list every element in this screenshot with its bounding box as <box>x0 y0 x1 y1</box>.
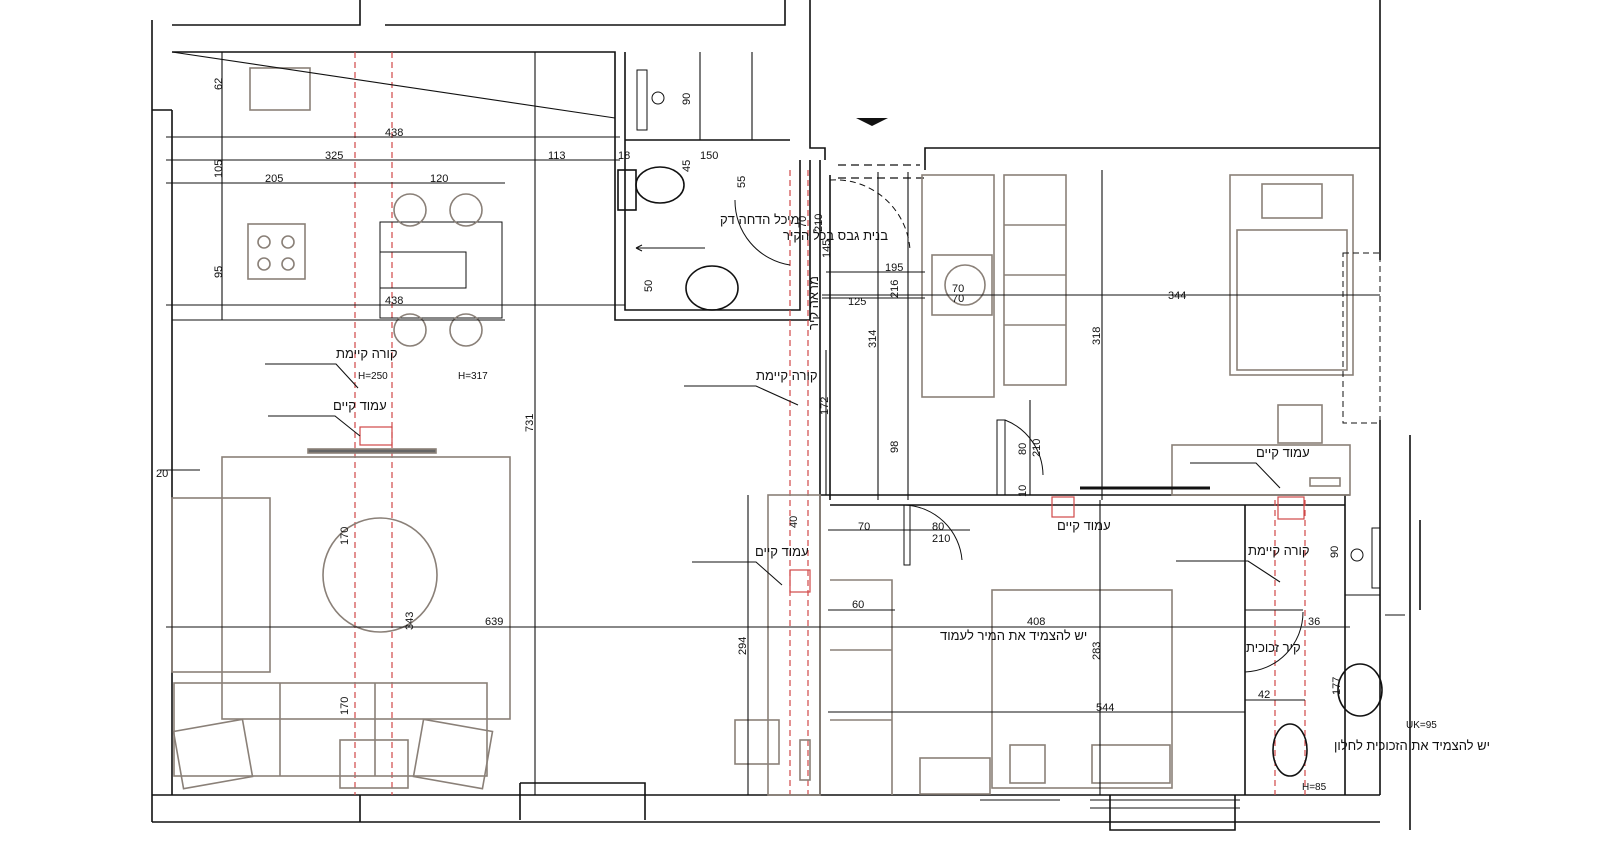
dim: 294 <box>737 637 749 655</box>
toilet-1 <box>635 166 685 204</box>
height-label: UK=95 <box>1406 720 1437 731</box>
chair-2 <box>734 719 780 765</box>
existing-beams <box>354 52 1306 795</box>
dim: 438 <box>385 295 403 307</box>
note-attach-glass: יש להצמיד את הזכוכית לחלון <box>1334 738 1490 753</box>
dim: 62 <box>213 78 225 90</box>
dim: 343 <box>404 612 416 630</box>
dim: 544 <box>1096 702 1114 714</box>
dim: 70 <box>797 216 809 228</box>
dim: 172 <box>819 397 831 415</box>
dim: 45 <box>681 160 693 172</box>
dim: 90 <box>1329 546 1341 558</box>
dim: 639 <box>485 616 503 628</box>
note-glass-wall: קיר זכוכית <box>1246 640 1301 655</box>
dim: 283 <box>1091 642 1103 660</box>
walls <box>151 0 1421 831</box>
dim: 70 <box>858 521 870 533</box>
bed-2 <box>991 589 1173 789</box>
dim: 170 <box>339 527 351 545</box>
dim: 120 <box>430 173 448 185</box>
dim: 60 <box>852 599 864 611</box>
dim: 170 <box>339 697 351 715</box>
note-mirror-wall: מראה קיר <box>806 276 821 330</box>
dim: 42 <box>1258 689 1270 701</box>
dim: 731 <box>524 414 536 432</box>
note-existing-beam: קורה קיימת <box>336 346 398 361</box>
dim: 55 <box>736 176 748 188</box>
dim: 314 <box>867 330 879 348</box>
note-existing-beam: קורה קיימת <box>1248 543 1310 558</box>
dim: 210 <box>1031 439 1043 457</box>
dim: 210 <box>813 214 825 232</box>
dim: 80 <box>1017 443 1029 455</box>
dim: 10 <box>1017 485 1029 497</box>
entrance-arrow-icon <box>856 118 888 126</box>
dim: 438 <box>385 127 403 139</box>
dim: 18 <box>618 150 630 162</box>
cooktop <box>247 223 306 280</box>
notes: קורה קיימת עמוד קיים קורה קיימת עמוד קיי… <box>265 212 1490 753</box>
kitchen-sink <box>249 67 311 111</box>
dim: 95 <box>213 266 225 278</box>
height-label: H=85 <box>1302 782 1327 793</box>
height-label: H=250 <box>358 371 388 382</box>
wardrobe-2 <box>1003 174 1067 386</box>
note-existing-column: עמוד קיים <box>333 398 387 413</box>
dim: 318 <box>1091 327 1103 345</box>
rug <box>221 456 511 720</box>
dim: 125 <box>848 296 866 308</box>
dimension-labels: 62 438 325 113 18 150 105 205 120 45 55 … <box>156 78 1343 715</box>
dim: 113 <box>548 150 566 162</box>
dim: 325 <box>325 150 343 162</box>
note-existing-column: עמוד קיים <box>755 544 809 559</box>
dim: 36 <box>1308 616 1320 628</box>
washbasin-2 <box>1337 663 1383 717</box>
dim: 90 <box>681 93 693 105</box>
washbasin-1 <box>685 265 739 311</box>
note-thin-flush-tank: מיכל הדחה דק <box>720 212 799 227</box>
dim: 70 <box>952 283 964 295</box>
note-existing-column: עמוד קיים <box>1057 518 1111 533</box>
wardrobe-1 <box>921 174 995 398</box>
armchair <box>171 497 271 673</box>
note-existing-column: עמוד קיים <box>1256 445 1310 460</box>
dim: 408 <box>1027 616 1045 628</box>
dim: 80 <box>932 521 944 533</box>
note-drywall: בנית גבס בכל הקיר <box>783 228 888 243</box>
dim: 105 <box>213 160 225 178</box>
dim: 40 <box>788 516 800 528</box>
height-label: H=317 <box>458 371 488 382</box>
dim: 195 <box>885 262 903 274</box>
dim: 177 <box>1331 677 1343 695</box>
dim: 344 <box>1168 290 1186 302</box>
dim: 98 <box>889 441 901 453</box>
dim: 20 <box>156 468 168 480</box>
dining-chairs <box>393 193 483 347</box>
dim: 50 <box>643 280 655 292</box>
dim: 210 <box>932 533 950 545</box>
shower-head <box>636 69 648 131</box>
dim: 70 <box>952 293 964 305</box>
dim: 145 <box>821 240 833 258</box>
bed-1 <box>1229 174 1354 376</box>
coffee-table <box>322 517 438 633</box>
note-attach-to-column: יש להצמיד את המיר לעמוד <box>940 628 1087 643</box>
sofa <box>173 682 488 777</box>
dim: 150 <box>700 150 718 162</box>
dim: 205 <box>265 173 283 185</box>
dimension-lines <box>160 51 1380 795</box>
toilet-2 <box>1272 723 1308 777</box>
dim: 216 <box>889 280 901 298</box>
chair-1 <box>1277 404 1323 444</box>
note-existing-beam: קורה קיימת <box>756 368 818 383</box>
